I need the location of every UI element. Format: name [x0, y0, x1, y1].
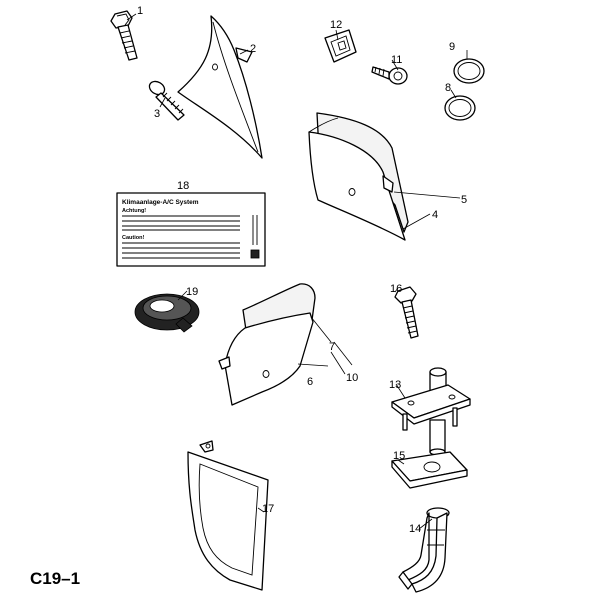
part-11-screw	[371, 66, 408, 85]
callout-17: 17	[262, 503, 274, 515]
callout-14: 14	[409, 523, 421, 535]
part-15-plate	[391, 451, 468, 489]
callout-3: 3	[154, 108, 160, 120]
label-title: Klimaanlage-A/C System	[122, 199, 199, 206]
callout-13: 13	[389, 379, 401, 391]
callout-10: 10	[346, 372, 358, 384]
part-9-o-ring	[453, 58, 485, 84]
label-achtung: Achtung!	[122, 208, 146, 214]
callout-1: 1	[137, 5, 143, 17]
part-16-screw	[394, 286, 419, 339]
part-6-seal-plate	[218, 312, 314, 406]
part-18-label: Klimaanlage-A/C System Achtung! Caution!	[116, 192, 266, 267]
part-12-clip	[324, 29, 357, 63]
leader-lines	[126, 13, 468, 530]
callout-4: 4	[432, 209, 438, 221]
callout-7: 7	[329, 341, 335, 353]
part-8-o-ring	[444, 95, 476, 121]
callout-9: 9	[449, 41, 455, 53]
label-caution: Caution!	[122, 235, 144, 241]
part-2-baffle	[177, 15, 263, 159]
callout-11: 11	[391, 54, 402, 66]
part-13-pin-bracket	[391, 367, 471, 456]
callout-2: 2	[250, 43, 256, 55]
part-17-gasket	[187, 440, 269, 591]
part-1-bolt	[110, 10, 138, 61]
part-3-screw	[148, 80, 185, 121]
callout-8: 8	[445, 82, 451, 94]
part-19-tape-roll	[134, 293, 200, 333]
diagram-code: C19–1	[30, 569, 80, 588]
callout-16: 16	[390, 283, 402, 295]
callout-19: 19	[186, 286, 198, 298]
callout-numbers: 1 2 3 12 11 9 8 5 4 18 19 16 7 10 6 13 1…	[137, 5, 467, 535]
part-14-drain-hose	[398, 507, 450, 593]
callout-18: 18	[177, 180, 189, 192]
callout-6: 6	[307, 376, 313, 388]
callout-15: 15	[393, 450, 405, 462]
part-4-front-plate	[308, 117, 406, 241]
callout-5: 5	[461, 194, 467, 206]
callout-12: 12	[330, 19, 342, 31]
